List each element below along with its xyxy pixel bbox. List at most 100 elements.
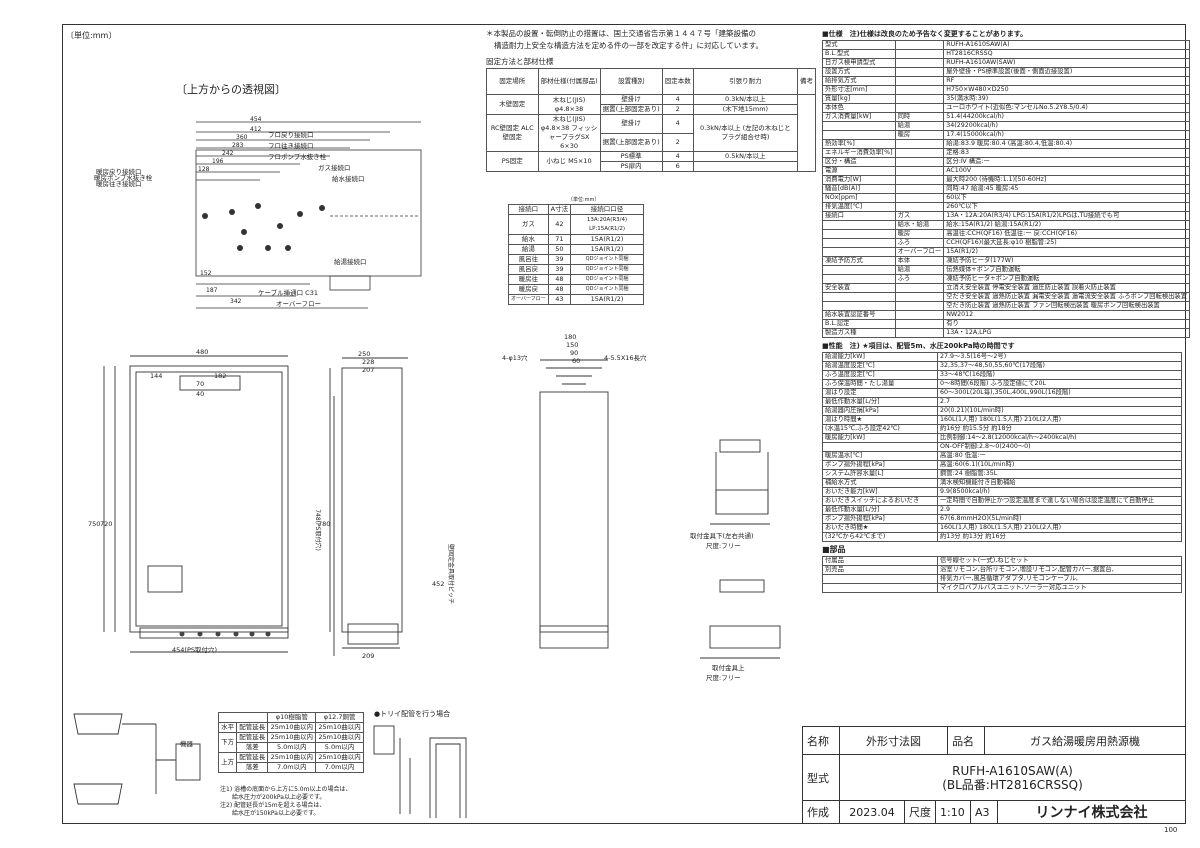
spec-cell xyxy=(894,310,945,320)
spec-cell: 外形寸法[mm] xyxy=(822,85,896,95)
spec-cell: 排気温度[℃] xyxy=(822,202,896,212)
spec-cell xyxy=(822,220,896,230)
name-label: 名称 xyxy=(802,726,840,755)
scale-label: 尺度 xyxy=(904,800,936,824)
spec-cell: ガス消費量[kW] xyxy=(822,112,896,122)
made-date: 2023.04 xyxy=(839,800,905,824)
dim-bracket: 60 xyxy=(572,357,581,365)
perf-cell: 高温:60(6.1)(10L/min時) xyxy=(937,460,1182,470)
spec-cell xyxy=(894,283,945,293)
spec-cell: 17.4(15000kcal/h) xyxy=(943,130,1191,140)
label-heat-supply: 暖房往き接続口 xyxy=(96,180,142,188)
perf-cell: おいだきスイッチによるおいだき xyxy=(822,496,938,506)
scale-value: 1:10 xyxy=(935,800,971,824)
product-name: ガス給湯暖房用熱源機 xyxy=(984,726,1186,755)
top-view-title: 〔上方からの透視図〕 xyxy=(176,83,286,96)
spec-cell xyxy=(822,247,896,257)
note: 給水圧が150kPa以上必要です。 xyxy=(232,810,320,817)
bracket-lower-scale: 尺度:フリー xyxy=(706,542,741,550)
dim-side-height: 780 xyxy=(318,520,331,528)
pipe-cell: 7.0m以内 xyxy=(267,762,317,773)
drawing-name: 外形寸法図 xyxy=(838,726,949,755)
dim-bracket: 150 xyxy=(566,341,579,349)
conn-cell: QDジョイント同梱 xyxy=(570,264,644,275)
pipe-cell: 落差 xyxy=(236,762,269,773)
perf-cell: ふろ保温時間・たし湯量 xyxy=(822,379,938,389)
spec-cell: 51.4(44200kcal/h) xyxy=(943,112,1191,122)
spec-cell: 設置方式 xyxy=(822,67,896,77)
label-water-in: 給水接続口 xyxy=(332,175,365,183)
spec-cell: 15A(R1/2) xyxy=(943,247,1191,257)
spec-cell: 有り xyxy=(943,319,1191,329)
fix-cell: 2 xyxy=(661,104,694,115)
fix-cell: 4 xyxy=(661,114,694,134)
perf-cell: 給湯能力[kW] xyxy=(822,352,938,362)
perf-cell: ポンプ揚外揚程[kPa] xyxy=(822,514,938,524)
spec-cell xyxy=(894,103,945,113)
conn-cell: 給水 xyxy=(508,234,549,245)
perf-cell: 鋼管:24 樹脂管:35L xyxy=(937,469,1182,479)
note: 給水圧力が200kPa以上必要です。 xyxy=(232,794,326,801)
perf-cell: システム許容水量[L] xyxy=(822,469,938,479)
pipe-cell: 25m10曲以内 xyxy=(315,722,364,733)
spec-cell: 製造ガス種 xyxy=(822,328,896,338)
fix-cell: RC壁固定 ALC壁固定 xyxy=(486,114,539,152)
spec-cell: 本体 xyxy=(894,256,945,266)
spec-cell: ふろ xyxy=(894,274,945,284)
spec-cell: 給排気方式 xyxy=(822,76,896,86)
spec-cell xyxy=(822,229,896,239)
bracket-lower-title: 取付金具下(左右共通) xyxy=(690,532,754,540)
spec-cell xyxy=(894,40,945,50)
perf-cell: 約13分 約13分 約16分 xyxy=(937,532,1182,542)
pipe-cell: 配管延長 xyxy=(236,732,269,743)
spec-cell: NW2012 xyxy=(943,310,1191,320)
spec-cell xyxy=(894,166,945,176)
perf-cell: 最低作動水量[L/分] xyxy=(822,397,938,407)
spec-cell: オーバーフロー xyxy=(894,247,945,257)
perf-cell: 暖房能力[kW] xyxy=(822,433,938,443)
dim-side: 228 xyxy=(362,358,375,366)
spec-cell: 伝熱媒体+ポンプ自動運転 xyxy=(943,265,1191,275)
spec-cell: 最大時200 (待機時:1.1)[50-60Hz] xyxy=(943,175,1191,185)
conn-cell: 50 xyxy=(547,244,572,255)
spec-cell: 13A・12A,LPG xyxy=(943,328,1191,338)
spec-cell: 給湯 xyxy=(894,265,945,275)
spec-cell: エネルギー消費効率[%] xyxy=(822,148,896,158)
spec-cell: AC100V xyxy=(943,166,1191,176)
conn-cell: 15A(R1/2) xyxy=(570,244,644,255)
perf-cell: 最低作動水量[L/分] xyxy=(822,505,938,515)
pipe-cell: 水平 xyxy=(217,722,238,733)
conn-cell: 48 xyxy=(547,284,572,295)
perf-cell: 33～48℃(16段階) xyxy=(937,370,1182,380)
fix-table: 固定場所 部材仕様(付属部品) 設置種別 固定本数 引張り耐力 備考 木壁固定木… xyxy=(486,68,817,172)
perf-cell: 暖房温水[℃] xyxy=(822,451,938,461)
perf-cell: 一定時間で自動停止かつ設定温度まで達しない場合は設定温度にて自動停止 xyxy=(937,496,1182,506)
model-number: RUFH-A1610SAW(A) xyxy=(952,763,1073,778)
conn-cell: 42 xyxy=(547,214,572,235)
spec-cell: 給湯:83.9 暖房:80.4 (高温:80.4,低温:80.4) xyxy=(943,139,1191,149)
conn-header: A寸法 xyxy=(547,204,572,215)
bracket-outline xyxy=(539,391,609,633)
made-label: 作成 xyxy=(802,800,840,824)
perf-cell: 9.9(8500kcal/h) xyxy=(937,487,1182,497)
fix-cell: 4 xyxy=(661,94,694,105)
parts-cell: 浴室リモコン,台所リモコン,増設リモコン,配管カバー,据置台, xyxy=(937,565,1182,575)
bracket-upper-scale: 尺度:フリー xyxy=(706,674,741,682)
spec-cell: B.L.認定 xyxy=(822,319,896,329)
spec-cell: NOx[ppm] xyxy=(822,193,896,203)
spec-cell: RUFH-A1610AW(SAW) xyxy=(943,58,1191,68)
conn-cell: 風呂戻 xyxy=(508,264,549,275)
pipe-cell: 上方 xyxy=(217,752,238,773)
perf-cell: おいだき時間★ xyxy=(822,523,938,533)
conn-cell: 15A(R1/2) xyxy=(570,294,644,305)
note: 注1) 浴槽の底面から上方に5.0m以上の場合は、 xyxy=(220,786,352,793)
label-furo-supply: フロ往き接続口 xyxy=(268,142,314,150)
spec-title: ■仕様 注)仕様は改良のため予告なく変更することがあります。 xyxy=(822,30,1028,38)
conn-unit: 〔単位:mm〕 xyxy=(568,197,600,203)
spec-cell xyxy=(894,184,945,194)
conn-cell: 39 xyxy=(547,254,572,265)
dim-front: 182 xyxy=(214,372,227,380)
conn-cell: 給湯 xyxy=(508,244,549,255)
spec-cell: ふろ xyxy=(894,238,945,248)
